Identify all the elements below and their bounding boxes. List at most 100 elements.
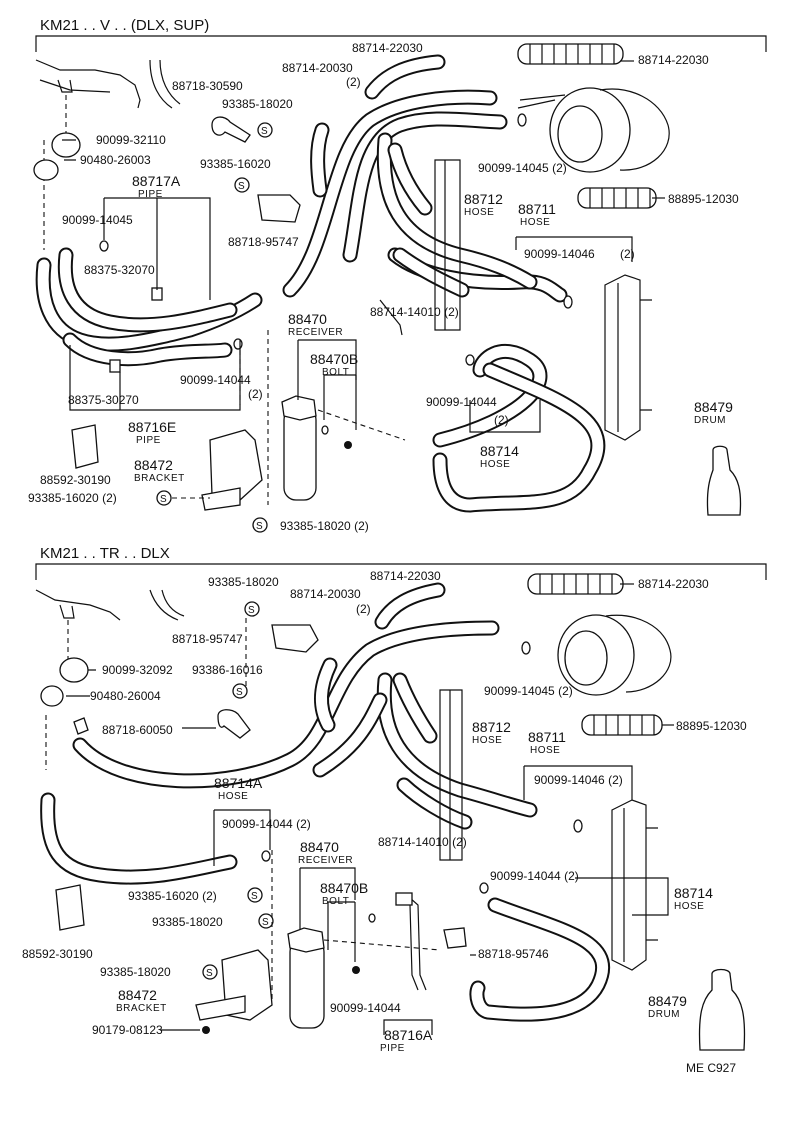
pn-88714-14010-b: 88714-14010 (2)	[378, 835, 467, 849]
pn-93385-16020-2b: 93385-16020 (2)	[128, 889, 217, 903]
hoses-upper-main	[282, 89, 606, 513]
pn-88470-b: 88470	[300, 839, 339, 855]
qty-2-b: (2)	[620, 247, 635, 261]
section-2-leaders	[66, 583, 674, 1035]
pn-90480-26003: 90480-26003	[80, 153, 151, 167]
pn-88714-22030-a: 88714-22030	[352, 41, 423, 55]
pn-93385-18020-2: 93385-18020 (2)	[280, 519, 369, 533]
section-1-bracket-line	[35, 35, 767, 52]
pipe-88716E	[62, 332, 233, 367]
svg-text:S: S	[251, 891, 258, 902]
bracket-88472-lower	[195, 949, 273, 1034]
pn-90099-14046: 90099-14046	[524, 247, 595, 261]
pn-90480-26004: 90480-26004	[90, 689, 161, 703]
desc-bolt-a: BOLT	[322, 367, 349, 378]
desc-drum-b: DRUM	[648, 1009, 680, 1020]
grommets-lower	[40, 657, 89, 735]
pn-88717A: 88717A	[132, 173, 181, 189]
svg-text:S: S	[261, 126, 268, 137]
desc-drum-a: DRUM	[694, 415, 726, 426]
pn-88711-b: 88711	[528, 729, 566, 745]
pn-90099-14044-b: 90099-14044	[426, 395, 497, 409]
section-1-leaders	[62, 60, 665, 433]
pn-88592-30190: 88592-30190	[40, 473, 111, 487]
section-1-diagram: KM21 . . V . . (DLX, SUP)	[28, 17, 767, 533]
pn-88470B-b: 88470B	[320, 880, 368, 896]
pn-90099-14046-2: 90099-14046 (2)	[534, 773, 623, 787]
section-2-bracket-line	[35, 563, 767, 580]
section-1-labels: 88714-22030 88714-22030 88714-20030 (2) …	[28, 41, 739, 533]
desc-bolt-b: BOLT	[322, 896, 349, 907]
pn-88712-b: 88712	[472, 719, 511, 735]
clamp-upper	[211, 116, 301, 223]
section-2-diagram: KM21 . . TR . . DLX	[22, 545, 767, 1054]
compressor-icon	[517, 87, 670, 173]
desc-hose-c: HOSE	[480, 459, 510, 470]
pn-90099-14044-c: 90099-14044	[330, 1001, 401, 1015]
svg-text:S: S	[206, 968, 213, 979]
svg-text:S: S	[236, 687, 243, 698]
pn-90179-08123: 90179-08123	[92, 1023, 163, 1037]
pn-88718-95747-b: 88718-95747	[172, 632, 243, 646]
pn-88895-12030-b: 88895-12030	[676, 719, 747, 733]
pn-88718-60050: 88718-60050	[102, 723, 173, 737]
desc-hose-d: HOSE	[472, 735, 502, 746]
qty-2-c: (2)	[248, 387, 263, 401]
pn-88716E: 88716E	[128, 419, 176, 435]
hose-88714-22030-upper	[517, 43, 624, 65]
pn-88895-12030: 88895-12030	[668, 192, 739, 206]
pn-88716A: 88716A	[384, 1027, 433, 1043]
section-2-labels: 93385-18020 88714-22030 88714-22030 8871…	[22, 569, 747, 1054]
pn-88711: 88711	[518, 201, 556, 217]
leader-lower-3	[323, 939, 441, 951]
desc-hose-a: HOSE	[464, 207, 494, 218]
desc-hose-g: HOSE	[674, 901, 704, 912]
pn-93385-18020-b: 93385-18020	[152, 915, 223, 929]
pn-90099-14044-a: 90099-14044	[180, 373, 251, 387]
receiver-icon	[281, 395, 406, 501]
desc-bracket-a: BRACKET	[134, 473, 185, 484]
desc-bracket-b: BRACKET	[116, 1003, 167, 1014]
hoses-lower-main	[40, 620, 611, 1022]
sleeve-88592-upper	[71, 424, 99, 469]
pn-90099-14044-2b: 90099-14044 (2)	[490, 869, 579, 883]
desc-receiver-a: RECEIVER	[288, 327, 343, 338]
s-clip-icon: S S S S	[156, 122, 273, 533]
pn-88714-22030-b: 88714-22030	[638, 53, 709, 67]
pn-88472-b: 88472	[118, 987, 157, 1003]
pn-93385-16020-2: 93385-16020 (2)	[28, 491, 117, 505]
svg-text:S: S	[256, 521, 263, 532]
svg-text:S: S	[248, 605, 255, 616]
hose-88895-12030-lower	[581, 714, 663, 736]
pn-88718-95746: 88718-95746	[478, 947, 549, 961]
bracket-plate-upper	[434, 159, 461, 331]
pn-88375-32070: 88375-32070	[84, 263, 155, 277]
receiver-icon	[287, 927, 360, 1029]
pn-88714-14010: 88714-14010 (2)	[370, 305, 459, 319]
desc-receiver-b: RECEIVER	[298, 855, 353, 866]
pn-88479: 88479	[694, 399, 733, 415]
desc-pipe-b: PIPE	[136, 435, 161, 446]
sleeve-88592-lower	[55, 884, 85, 931]
hose-88714-22030-diag-upper	[364, 54, 446, 100]
pn-93385-18020-a: 93385-18020	[208, 575, 279, 589]
condenser-icon	[611, 799, 658, 971]
pn-93386-16016: 93386-16016	[192, 663, 263, 677]
pn-88714-22030-d: 88714-22030	[638, 577, 709, 591]
pn-93385-18020-c: 93385-18020	[100, 965, 171, 979]
bracket-plate-lower	[439, 689, 463, 861]
compressor-icon	[557, 614, 672, 696]
section-1-body-outline	[35, 59, 181, 250]
qty-2-d: (2)	[494, 413, 509, 427]
pn-88718-30590: 88718-30590	[172, 79, 243, 93]
pn-90099-14045-2b: 90099-14045 (2)	[484, 684, 573, 698]
pn-90099-32110: 90099-32110	[96, 133, 166, 147]
pn-88714A: 88714A	[214, 775, 263, 791]
hose-88714-22030-diag-lower	[374, 582, 446, 630]
pn-93385-16020: 93385-16020	[200, 157, 271, 171]
pipe-88717A	[35, 247, 263, 352]
svg-text:S: S	[262, 917, 269, 928]
svg-text:S: S	[238, 181, 245, 192]
pn-88714: 88714	[480, 443, 519, 459]
grommets-upper	[33, 132, 163, 373]
